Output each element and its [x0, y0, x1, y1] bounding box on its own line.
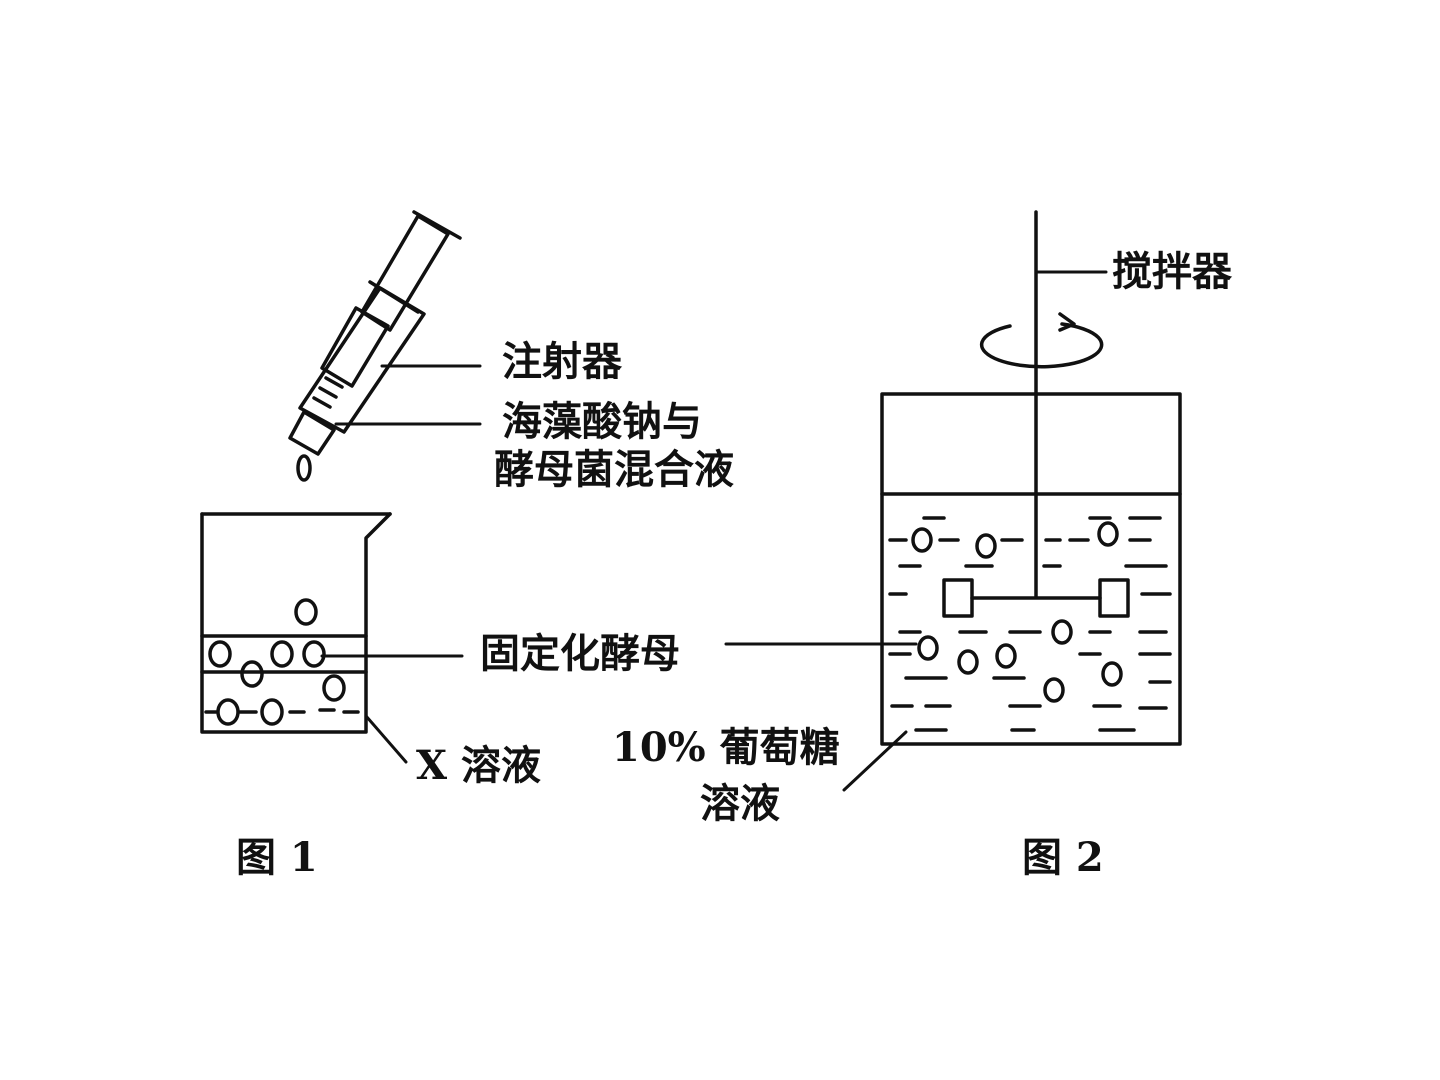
x-solution-label: X 溶液 — [416, 742, 541, 789]
beaker-1 — [200, 512, 392, 734]
stirrer-label: 搅拌器 — [1112, 248, 1232, 295]
mixture-label-line2: 酵母菌混合液 — [494, 446, 734, 493]
figure1-caption: 图 1 — [236, 834, 318, 881]
glucose-solution-dashes — [888, 516, 1172, 732]
glucose-label-line2: 溶液 — [700, 780, 780, 827]
syringe — [288, 210, 462, 482]
stirrer — [942, 210, 1130, 618]
beaker-2 — [880, 392, 1182, 746]
immobilized-yeast-label: 固定化酵母 — [480, 630, 680, 677]
figure2-caption: 图 2 — [1022, 834, 1104, 881]
syringe-label: 注射器 — [502, 338, 622, 385]
glucose-label-line1: 10% 葡萄糖 — [612, 724, 840, 771]
leader-lines — [320, 270, 1108, 792]
immobilized-yeast-beads — [911, 521, 1123, 703]
mixture-label-line1: 海藻酸钠与 — [502, 398, 702, 445]
